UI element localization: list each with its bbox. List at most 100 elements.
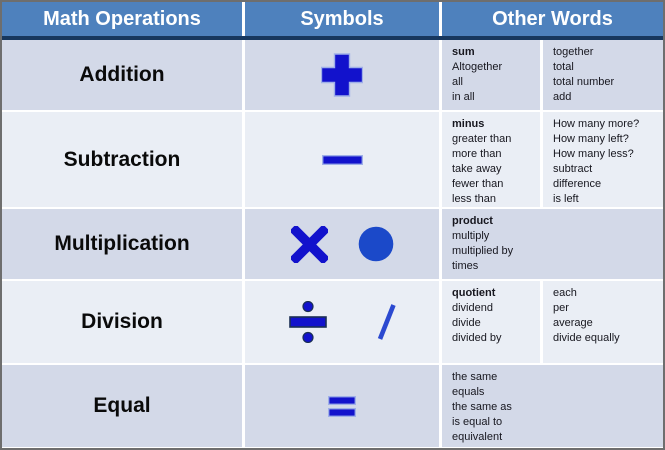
word: together bbox=[553, 46, 594, 58]
column-divider bbox=[242, 40, 245, 110]
symbol-cell bbox=[245, 112, 439, 207]
column-divider bbox=[242, 112, 245, 207]
word: is equal to bbox=[452, 416, 503, 428]
operation-label: Equal bbox=[2, 365, 242, 447]
word: is left bbox=[553, 193, 579, 205]
operation-label: Multiplication bbox=[2, 209, 242, 279]
column-divider bbox=[242, 365, 245, 447]
word: take away bbox=[452, 163, 502, 175]
column-divider bbox=[439, 40, 442, 110]
word: equals bbox=[452, 386, 485, 398]
subcolumn-divider bbox=[540, 281, 543, 363]
plus-icon bbox=[321, 53, 363, 97]
dot-icon bbox=[358, 226, 393, 262]
word: greater than bbox=[452, 133, 512, 145]
column-divider bbox=[242, 281, 245, 363]
word: sum bbox=[452, 46, 475, 58]
subcolumn-divider bbox=[540, 112, 543, 207]
header-divider bbox=[242, 2, 245, 36]
other-words-cell: product multiply multiplied by times bbox=[442, 209, 663, 279]
symbol-cell bbox=[245, 281, 439, 363]
word: average bbox=[553, 317, 593, 329]
table-header: Math Operations Symbols Other Words bbox=[2, 2, 663, 36]
symbol-group bbox=[321, 154, 363, 165]
word: product bbox=[452, 215, 493, 227]
column-divider bbox=[439, 112, 442, 207]
column-divider bbox=[242, 209, 245, 279]
operation-label: Division bbox=[2, 281, 242, 363]
word: total number bbox=[553, 76, 615, 88]
word: multiply bbox=[452, 230, 490, 242]
table-row-subtraction: Subtraction minus greater than more than ta… bbox=[2, 112, 663, 207]
word: each bbox=[553, 287, 577, 299]
subcolumn-divider bbox=[540, 40, 543, 110]
word: times bbox=[452, 260, 479, 272]
word: difference bbox=[553, 178, 602, 190]
column-divider bbox=[439, 365, 442, 447]
word: all bbox=[452, 76, 464, 88]
word-list-right: How many more? How many left? How many les… bbox=[543, 112, 663, 207]
word: How many more? bbox=[553, 118, 640, 130]
other-words-left: minus greater than more than take away fewer… bbox=[442, 112, 540, 207]
word: the same as bbox=[452, 401, 512, 413]
other-words-right: each per average divide equally bbox=[543, 281, 663, 363]
minus-icon bbox=[321, 154, 363, 165]
word-list-right: each per average divide equally bbox=[543, 281, 663, 346]
symbol-group bbox=[288, 301, 396, 343]
word-list-left: minus greater than more than take away fewer… bbox=[442, 112, 540, 207]
word: add bbox=[553, 91, 572, 103]
times-icon bbox=[290, 225, 328, 263]
slash-icon bbox=[377, 304, 396, 340]
word: total bbox=[553, 61, 574, 73]
symbol-cell bbox=[245, 365, 439, 447]
word: per bbox=[553, 302, 569, 314]
column-divider bbox=[439, 281, 442, 363]
operation-label: Subtraction bbox=[2, 112, 242, 207]
word-list-right: together total total number add bbox=[543, 40, 663, 105]
word: subtract bbox=[553, 163, 593, 175]
word: minus bbox=[452, 118, 485, 130]
header-other-words: Other Words bbox=[442, 2, 663, 36]
word: quotient bbox=[452, 287, 496, 299]
obelus-icon bbox=[289, 301, 327, 343]
other-words-cell: minus greater than more than take away fewer… bbox=[442, 112, 663, 207]
word: divide bbox=[452, 317, 481, 329]
word: How many less? bbox=[553, 148, 634, 160]
symbol-group bbox=[328, 395, 356, 417]
word: equivalent bbox=[452, 431, 503, 443]
header-underline bbox=[2, 36, 663, 40]
symbol-group bbox=[290, 225, 394, 263]
column-divider bbox=[439, 209, 442, 279]
header-divider bbox=[439, 2, 442, 36]
symbol-group bbox=[321, 53, 363, 97]
word: less than bbox=[452, 193, 497, 205]
word: How many left? bbox=[553, 133, 629, 145]
word: dividend bbox=[452, 302, 493, 314]
table-row-multiplication: Multiplication product multiply multiplied… bbox=[2, 209, 663, 279]
symbol-cell bbox=[245, 40, 439, 110]
header-symbols: Symbols bbox=[245, 2, 439, 36]
word: divide equally bbox=[553, 332, 620, 344]
other-words-full: product multiply multiplied by times bbox=[442, 209, 663, 279]
word: more than bbox=[452, 148, 502, 160]
word: fewer than bbox=[452, 178, 504, 190]
word: in all bbox=[452, 91, 475, 103]
word-list-left: product multiply multiplied by times bbox=[442, 209, 663, 274]
equals-icon bbox=[328, 395, 356, 417]
word: multiplied by bbox=[452, 245, 514, 257]
other-words-right: together total total number add bbox=[543, 40, 663, 110]
word: Altogether bbox=[452, 61, 503, 73]
